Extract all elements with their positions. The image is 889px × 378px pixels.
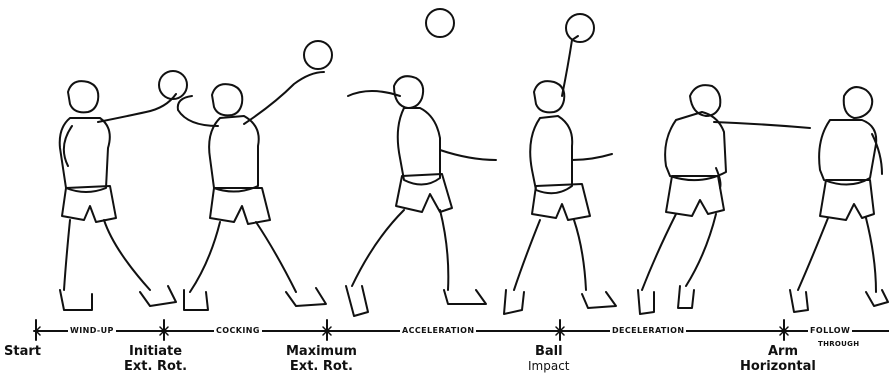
event-ball-line2: Impact: [528, 359, 570, 374]
event-initiate-ext-rot: Initiate Ext. Rot.: [124, 344, 187, 374]
event-arm-line2: Horizontal: [740, 359, 816, 374]
phase-acceleration-label: ACCELERATION: [400, 325, 476, 337]
torso: [819, 120, 876, 185]
head: [394, 76, 423, 108]
arm-left: [64, 126, 72, 166]
legs: [352, 210, 448, 290]
legs: [798, 218, 876, 292]
shorts: [532, 184, 590, 220]
arm-throw: [244, 72, 324, 124]
shoes: [504, 290, 616, 314]
figure-impact: [504, 14, 616, 314]
event-start-line1: Start: [4, 344, 41, 359]
head: [844, 87, 873, 118]
figure-cocking: [178, 41, 332, 310]
event-initiate-line2: Ext. Rot.: [124, 359, 187, 374]
head: [212, 84, 242, 115]
arm-glove: [572, 154, 612, 160]
torso: [530, 116, 572, 193]
ball: [159, 71, 187, 99]
torso: [398, 108, 440, 185]
phase-cocking-label: COCKING: [214, 325, 262, 337]
torso: [60, 118, 110, 192]
figure-start: [60, 71, 187, 310]
arm-throw: [348, 91, 400, 96]
event-ball-impact: Ball Impact: [528, 344, 570, 374]
legs: [190, 222, 296, 292]
torso: [209, 116, 259, 192]
ball: [426, 9, 454, 37]
event-ball-line1: Ball: [528, 344, 570, 359]
legs: [64, 220, 150, 290]
event-initiate-line1: Initiate: [124, 344, 187, 359]
figure-acceleration: [346, 9, 496, 316]
shoes: [790, 290, 888, 312]
arm-throw: [714, 122, 810, 128]
event-arm-horizontal: Arm Horizontal: [740, 344, 816, 374]
phase-follow-through-label: FOLLOW: [808, 325, 852, 337]
head: [68, 81, 98, 112]
arm-right: [98, 94, 176, 122]
phase-wind-up-label: WIND-UP: [68, 325, 116, 337]
ball: [304, 41, 332, 69]
shorts: [210, 188, 270, 224]
shorts: [666, 176, 724, 216]
arm-glove: [440, 150, 496, 160]
event-start: Start: [4, 344, 41, 359]
event-maximum-ext-rot: Maximum Ext. Rot.: [286, 344, 357, 374]
head: [690, 85, 720, 116]
shoes: [346, 286, 486, 316]
head: [534, 81, 564, 112]
shoes: [184, 288, 326, 310]
event-maximum-line2: Ext. Rot.: [286, 359, 357, 374]
shoes: [60, 286, 176, 310]
ball: [566, 14, 594, 42]
event-arm-line1: Arm: [740, 344, 816, 359]
phase-deceleration-label: DECELERATION: [610, 325, 686, 337]
arm-throw: [562, 36, 578, 96]
figure-follow-through: [790, 87, 888, 312]
shoes: [638, 286, 694, 314]
phase-follow-through-label-line2: THROUGH: [816, 338, 861, 350]
event-maximum-line1: Maximum: [286, 344, 357, 359]
shorts: [820, 180, 874, 220]
legs: [642, 214, 716, 290]
legs: [514, 220, 586, 290]
figure-arm-horizontal: [638, 85, 810, 314]
